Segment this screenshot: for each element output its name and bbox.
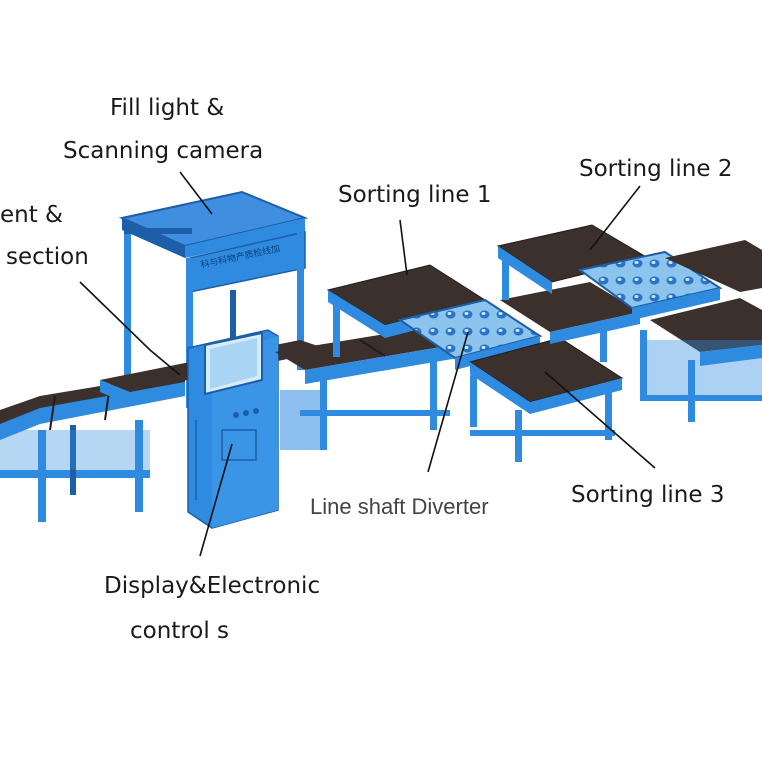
label-diverter: Line shaft Diverter (310, 494, 489, 519)
label-sorting-line-2: Sorting line 2 (579, 156, 733, 182)
label-left-line1: ent & (0, 202, 63, 228)
middle-conveyor (275, 325, 470, 450)
leader-diverter (427, 331, 469, 473)
leader-lines (79, 171, 656, 557)
infeed-conveyor (0, 372, 185, 522)
leader-sorting-line-3 (544, 371, 656, 469)
label-display-line1: Display&Electronic (104, 573, 321, 599)
leader-fill-light (179, 171, 213, 215)
label-sorting-line-1: Sorting line 1 (338, 182, 492, 208)
sorting-line-3 (468, 337, 624, 462)
leader-sorting-line-2 (589, 185, 641, 251)
far-right-sorting-units (640, 240, 762, 422)
leader-display (199, 443, 233, 557)
label-display-line2: control s (130, 618, 230, 644)
label-sorting-line-3: Sorting line 3 (571, 482, 725, 508)
transfer-conveyor (500, 282, 640, 362)
label-fill-light-line1: Fill light & (110, 95, 225, 121)
label-left-line2: section (6, 244, 89, 270)
leader-sorting-line-1 (399, 219, 408, 276)
sorting-line-2 (496, 224, 650, 300)
leader-left-section (79, 281, 181, 376)
label-fill-light-line2: Scanning camera (63, 138, 264, 164)
control-cabinet (187, 329, 279, 529)
